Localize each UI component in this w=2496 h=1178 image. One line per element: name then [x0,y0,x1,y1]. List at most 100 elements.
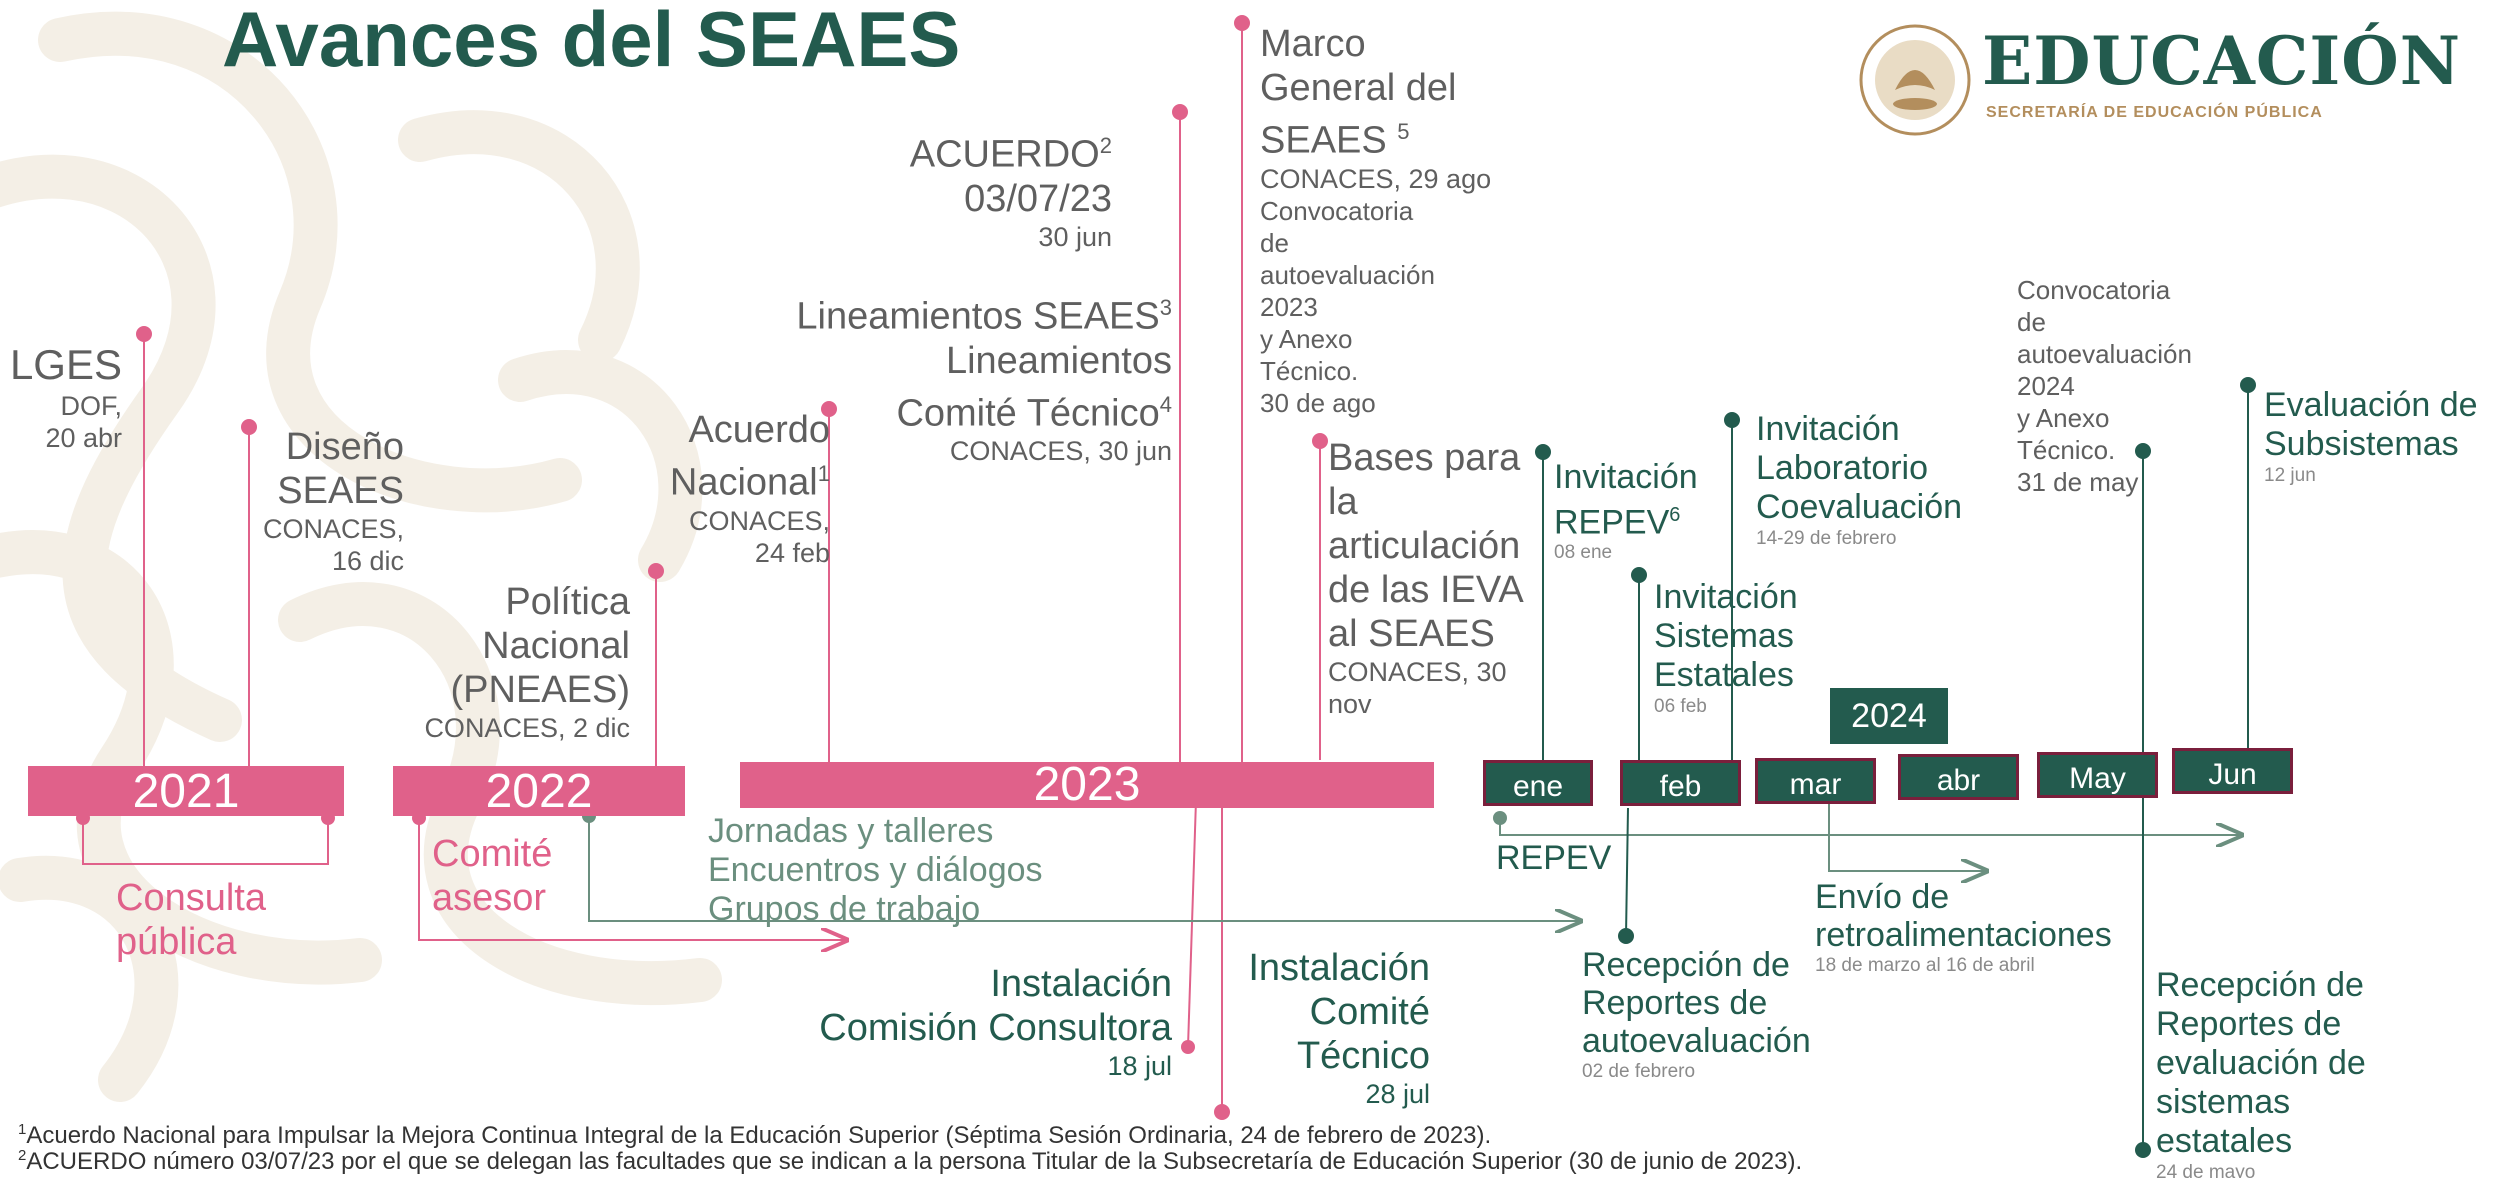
event-date: 18 jul [1107,1051,1172,1081]
event-title: Sistemas [1654,617,1794,655]
event-detail: Convocatoria [1260,195,1414,226]
event-title: Comité [432,833,553,875]
event-title: REPEV [1554,503,1670,542]
activity-line: Encuentros y diálogos [708,851,1043,889]
footnote-ref: 3 [1159,295,1172,320]
event-title: Política [505,581,630,623]
event-title: Lineamientos [945,339,1172,382]
logo-subtitle: SECRETARÍA DE EDUCACIÓN PÚBLICA [1986,104,2323,121]
event-date: 30 jun [1038,221,1112,252]
footnote-number: 2 [18,1147,27,1164]
event-title: Invitación [1756,410,1900,448]
event-detail: de [2017,307,2046,337]
event-detail: autoevaluación [2017,339,2192,369]
event-detail: y Anexo [2017,403,2110,433]
event-detail: Técnico. [2017,435,2116,465]
event-detail: 2024 [2017,371,2075,401]
seal-icon [1859,24,1971,136]
event-date: 18 de marzo al 16 de abril [1815,955,2035,976]
event-title: Invitación [1554,458,1698,496]
event-title: General del [1260,67,1457,109]
footnote-ref: 4 [1159,391,1172,417]
event-title: Instalación [990,963,1172,1005]
event-date: 02 de febrero [1582,1061,1696,1082]
event-date: 24 de mayo [2156,1162,2256,1178]
logo-wordmark: EDUCACIÓN [1982,22,2462,100]
event-title: Técnico [1296,1035,1430,1077]
event-marco-general: Marco General del SEAES 5 CONACES, 29 ag… [1260,22,1491,419]
event-title: Diseño [285,426,404,468]
event-title: retroalimentaciones [1815,916,2112,954]
event-title: SEAES [1260,119,1387,162]
event-title: Laboratorio [1756,449,1929,487]
event-date: CONACES, [688,505,830,536]
event-detail: autoevaluación [1260,259,1435,290]
event-date: 24 feb [754,537,830,568]
event-detail: de [1260,227,1289,258]
event-title: Invitación [1654,578,1798,616]
event-date: 30 de ago [1260,387,1376,418]
event-repev: REPEV [1496,839,1612,877]
event-invitacion-sistemas: Invitación Sistemas Estatales 06 feb [1654,578,1798,719]
event-title: Comité [1309,991,1430,1033]
event-title: Recepción de [2156,966,2364,1004]
event-title: Marco [1260,23,1366,65]
year-label-2024: 2024 [1830,688,1948,744]
event-date: 14-29 de febrero [1756,528,1897,549]
event-title: Bases para [1328,437,1521,479]
footnote-number: 1 [18,1121,27,1138]
event-instalacion-consultora: Instalación Comisión Consultora 18 jul [760,962,1172,1082]
month-abr: abr [1898,754,2019,800]
month-may: May [2037,752,2158,798]
event-title: Acuerdo [688,409,830,451]
event-title: Lineamientos SEAES [796,295,1160,338]
event-recepcion-autoevaluacion: Recepción de Reportes de autoevaluación … [1582,946,1811,1084]
month-jun: Jun [2172,748,2293,794]
event-detail: Técnico. [1260,355,1359,386]
event-date: DOF, [60,391,122,421]
footnote-ref: 1 [817,461,830,486]
event-title: Nacional [669,461,818,504]
event-diseno: Diseño SEAES CONACES, 16 dic [230,425,404,577]
event-title: Comité Técnico [896,392,1160,435]
activity-line: Jornadas y talleres [708,812,994,850]
event-title: Comisión Consultora [819,1007,1172,1049]
event-title: Reportes de [2156,1005,2342,1043]
event-date: CONACES, 2 dic [424,713,630,743]
event-detail: Convocatoria [2017,275,2171,305]
month-mar: mar [1755,758,1876,804]
event-comite-asesor: Comité asesor [432,832,552,920]
activity-line: Grupos de trabajo [708,890,981,928]
footnote-ref: 6 [1669,504,1681,526]
event-title: Recepción de [1582,946,1790,984]
event-detail: 2023 [1260,291,1318,322]
event-title: Instalación [1248,947,1430,989]
event-politica: Política Nacional (PNEAES) CONACES, 2 di… [360,580,630,744]
event-date: 06 feb [1654,696,1707,717]
event-date: 16 dic [331,546,404,576]
month-ene: ene [1483,760,1593,806]
event-date: 31 de may [2017,467,2139,497]
event-title: Reportes de [1582,984,1768,1022]
event-title: SEAES [277,470,404,512]
event-date: CONACES, [262,514,404,544]
event-date: CONACES, 29 ago [1260,163,1492,194]
event-title: Envío de [1815,878,1950,916]
event-title: LGES [9,341,122,388]
event-title: Subsistemas [2264,425,2459,463]
event-date: CONACES, 30 [1328,657,1507,687]
footnote-text: Acuerdo Nacional para Impulsar la Mejora… [26,1122,1492,1149]
event-jornadas: Jornadas y talleres Encuentros y diálogo… [708,812,1043,929]
page-title: Avances del SEAES [222,0,961,83]
event-convocatoria-2024: Convocatoria de autoevaluación 2024 y An… [2017,274,2192,498]
event-title: ACUERDO [909,133,1100,176]
event-recepcion-evaluacion: Recepción de Reportes de evaluación de s… [2156,966,2366,1178]
event-consulta: Consulta pública [116,876,266,964]
year-bar-2022: 2022 [393,766,685,818]
event-date: nov [1328,689,1372,719]
event-invitacion-repev: Invitación REPEV6 08 ene [1554,458,1698,565]
year-bar-2023: 2023 [740,761,1434,809]
event-lges: LGES DOF, 20 abr [0,340,122,454]
